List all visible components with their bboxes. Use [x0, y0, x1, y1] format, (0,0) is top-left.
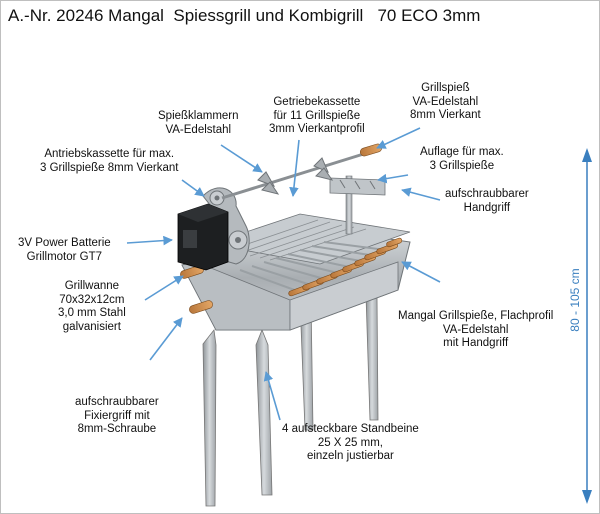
leg-front-right	[255, 328, 273, 496]
label-auflage: Auflage für max. 3 Grillspieße	[420, 146, 504, 172]
label-handgriff: aufschraubbarer Handgriff	[445, 188, 529, 214]
label-batterie: 3V Power Batterie Grillmotor GT7	[18, 237, 111, 263]
handle-left	[180, 265, 213, 314]
height-dimension	[582, 148, 592, 504]
page-title: A.-Nr. 20246 Mangal Spiessgrill und Komb…	[8, 6, 481, 25]
spit-support	[329, 175, 386, 235]
label-fixiergriff: aufschraubbarer Fixiergriff mit 8mm-Schr…	[75, 396, 159, 435]
label-grillwanne: Grillwanne 70x32x12cm 3,0 mm Stahl galva…	[58, 280, 126, 333]
label-spiessklammern: Spießklammern VA-Edelstahl	[158, 110, 239, 136]
leg-front-left	[202, 329, 217, 507]
skewer-cassette	[209, 213, 411, 265]
motor-box	[177, 203, 229, 271]
label-mangal-spiesse: Mangal Grillspieße, Flachprofil VA-Edels…	[398, 310, 554, 349]
label-standbeine: 4 aufsteckbare Standbeine 25 X 25 mm, ei…	[282, 423, 419, 462]
height-dimension-label: 80 - 105 cm	[568, 268, 582, 332]
mangal-skewers	[239, 237, 403, 297]
label-getriebekassette: Getriebekassette für 11 Grillspieße 3mm …	[269, 96, 365, 135]
label-grillspiess: Grillspieß VA-Edelstahl 8mm Vierkant	[410, 82, 481, 121]
leg-back-right	[365, 284, 379, 421]
label-antriebskassette: Antriebskassette für max. 3 Grillspieße …	[40, 148, 179, 174]
callout-arrows	[126, 127, 441, 421]
